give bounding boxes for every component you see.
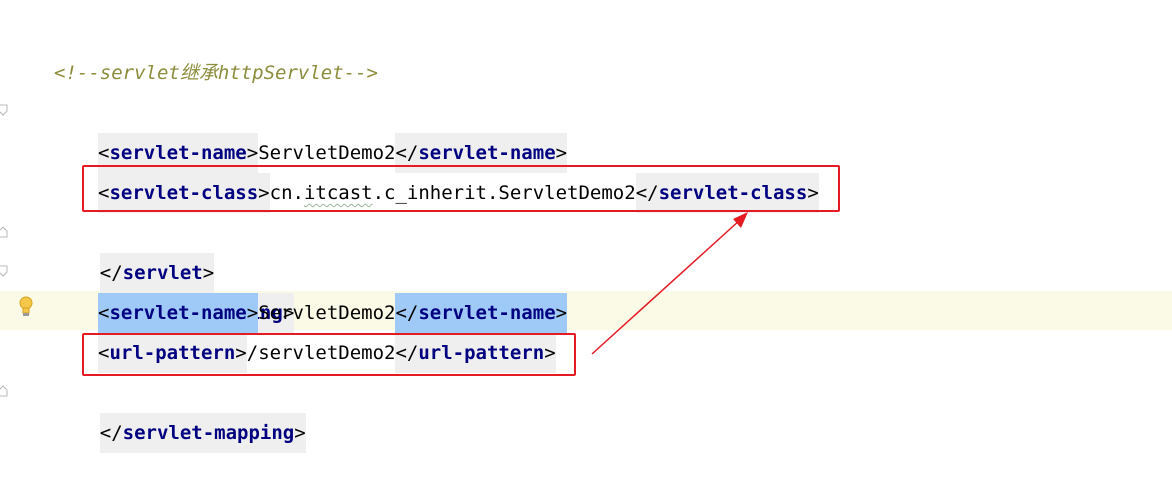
tag-bracket: >: [202, 262, 215, 284]
tag-bracket: <: [98, 302, 110, 324]
code-line-servlet-open: <servlet>: [54, 93, 203, 173]
tag-bracket: >: [555, 302, 568, 324]
xml-tag: </servlet-class>: [635, 173, 819, 213]
tag-bracket: </: [395, 342, 419, 364]
xml-tag: </url-pattern>: [395, 333, 556, 373]
code-line-servlet-class: <servlet-class>cn.itcast.c_inherit.Servl…: [54, 173, 819, 213]
tag-bracket: >: [544, 342, 556, 364]
code-line-servlet-close: </servlet>: [54, 213, 215, 293]
spellcheck-word: itcast: [303, 182, 373, 204]
xml-tag: </servlet>: [99, 253, 215, 293]
lightbulb-icon[interactable]: [18, 296, 34, 318]
tag-name: servlet-mapping: [122, 422, 295, 444]
tag-bracket: >: [258, 182, 270, 204]
tag-bracket: >: [294, 422, 306, 444]
xml-tag-highlighted: <servlet-name>: [98, 293, 259, 333]
tag-name: url-pattern: [109, 342, 236, 364]
tag-value: ServletDemo2: [258, 302, 396, 324]
fold-marker-icon[interactable]: [0, 104, 8, 116]
tag-bracket: </: [395, 142, 419, 164]
tag-bracket: >: [282, 302, 295, 324]
code-line-mapping-servlet-name: <servlet-name>ServletDemo2</servlet-name…: [54, 293, 568, 333]
tag-bracket: </: [99, 422, 123, 444]
tag-name: servlet: [122, 262, 203, 284]
tag-name: servlet-class: [658, 182, 808, 204]
fold-marker-icon[interactable]: [0, 385, 8, 397]
xml-tag: <servlet-class>: [98, 173, 270, 213]
tag-bracket: </: [635, 182, 659, 204]
tag-name: servlet-name: [418, 142, 556, 164]
tag-bracket: <: [98, 142, 110, 164]
tag-name: servlet-name: [418, 302, 556, 324]
annotation-box-servlet-class: [82, 165, 840, 212]
tag-name: servlet-name: [109, 302, 247, 324]
xml-tag: </servlet-mapping>: [99, 413, 306, 453]
xml-code-editor[interactable]: <!--servlet继承httpServlet--> <servlet> <s…: [0, 0, 1172, 453]
tag-bracket: >: [555, 142, 568, 164]
annotation-box-url-pattern: [82, 333, 576, 376]
code-line-mapping-close: </servlet-mapping>: [54, 373, 306, 453]
tag-value: ServletDemo2: [258, 142, 396, 164]
tag-bracket: </: [395, 302, 419, 324]
fold-marker-icon[interactable]: [0, 265, 8, 277]
tag-name: url-pattern: [418, 342, 545, 364]
tag-value: .c_inherit.ServletDemo2: [372, 182, 636, 204]
tag-bracket: </: [99, 262, 123, 284]
fold-marker-icon[interactable]: [0, 226, 8, 238]
tag-bracket: >: [246, 142, 259, 164]
tag-value: /servletDemo2: [246, 342, 396, 364]
xml-tag-highlighted: </servlet-name>: [395, 293, 568, 333]
code-line-url-pattern: <url-pattern>/servletDemo2</url-pattern>: [54, 333, 556, 373]
tag-value: cn.: [269, 182, 304, 204]
tag-name: servlet-name: [109, 142, 247, 164]
tag-bracket: >: [807, 182, 819, 204]
xml-tag: <url-pattern>: [98, 333, 247, 373]
tag-bracket: <: [98, 342, 110, 364]
tag-name: servlet-class: [109, 182, 259, 204]
tag-bracket: >: [235, 342, 247, 364]
tag-bracket: >: [246, 302, 259, 324]
tag-bracket: <: [98, 182, 110, 204]
editor-gutter: [0, 0, 40, 424]
xml-comment: <!--servlet继承httpServlet-->: [54, 62, 378, 84]
code-line-mapping-open: <servlet-mapping>: [54, 253, 295, 333]
